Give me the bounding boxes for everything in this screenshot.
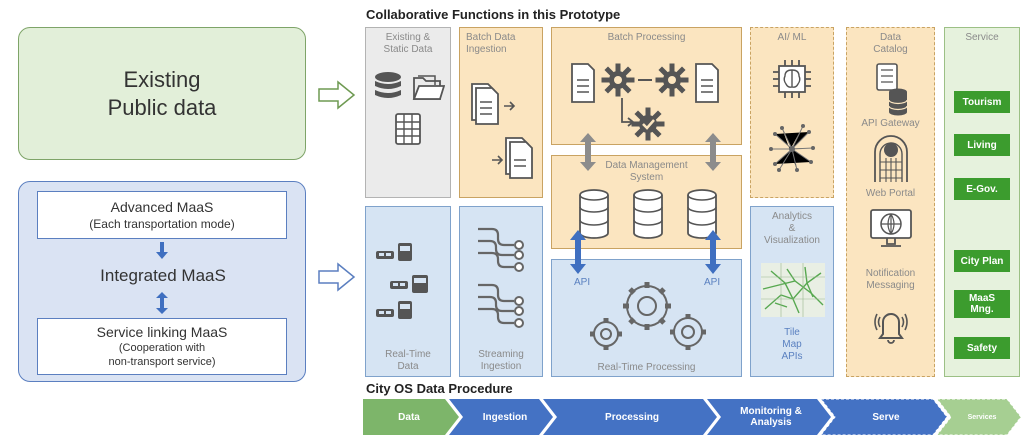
stage-processing-shape: [543, 399, 717, 435]
service-header: Service: [965, 32, 999, 43]
data-catalog-line2: Catalog: [873, 44, 908, 55]
notification-line2: Messaging: [866, 280, 915, 291]
maas-box: Advanced MaaS (Each transportation mode)…: [18, 181, 306, 382]
realtime-processing-label: Real-Time Processing: [597, 362, 696, 373]
hollow-right-arrow-icon: [318, 80, 356, 110]
grey-updown-arrow-icon: [580, 133, 596, 171]
service-maas-sub2: non-transport service): [108, 356, 216, 368]
service-living: Living: [954, 134, 1010, 156]
integrated-maas-label: Integrated MaaS: [100, 266, 226, 285]
existing-public-data-box: Existing Public data: [18, 27, 306, 160]
grey-updown-arrow-icon: [705, 133, 721, 171]
notification-line1: Notification: [865, 268, 916, 279]
service-tourism: Tourism: [954, 91, 1010, 113]
streaming-ingestion-panel: Streaming Ingestion: [459, 206, 543, 377]
down-arrow-icon: [156, 242, 168, 259]
api-right-label: API: [704, 277, 721, 288]
dms-line1: Data Management: [605, 160, 688, 171]
service-city-plan: City Plan: [954, 250, 1010, 272]
web-portal-label: Web Portal: [865, 188, 916, 199]
realtime-data-panel: Real-Time Data: [365, 206, 451, 377]
stage-ingestion-shape: [449, 399, 553, 435]
data-catalog-line1: Data: [879, 32, 902, 43]
stage-serve-shape: [820, 399, 948, 435]
folder-icon: [412, 75, 445, 100]
existing-static-line2: Static Data: [383, 44, 433, 55]
public-data-line2: Public data: [107, 94, 217, 120]
service-egov: E-Gov.: [954, 178, 1010, 200]
stage-processing: Processing: [605, 411, 659, 423]
web-portal-icon: [870, 209, 912, 247]
stage-ingestion: Ingestion: [482, 411, 528, 423]
service-safety: Safety: [954, 337, 1010, 359]
procedure-title: City OS Data Procedure: [366, 381, 513, 396]
batch-ingestion-panel: Batch Data Ingestion: [459, 27, 543, 198]
stage-services: Services: [967, 413, 997, 421]
prototype-title: Collaborative Functions in this Prototyp…: [366, 7, 621, 22]
map-visualization-icon: [761, 263, 825, 317]
updown-arrow-icon: [156, 292, 168, 314]
ai-chip-icon: [773, 60, 811, 98]
analytics-line1: Analytics: [771, 211, 812, 222]
service-maas-title: Service linking MaaS: [96, 324, 228, 340]
analytics-visualization-panel: Analytics & Visualization Tile Map APIs: [750, 206, 834, 377]
realtime-data-line1: Real-Time: [385, 349, 431, 360]
blue-updown-arrow-icon: [570, 230, 586, 274]
service-maas-sub1: (Cooperation with: [118, 342, 206, 354]
service-maas-mng: MaaS Mng.: [954, 290, 1010, 318]
gears-icon: [590, 282, 706, 350]
spreadsheet-icon: [395, 113, 421, 145]
advanced-maas-sub: (Each transportation mode): [89, 217, 235, 231]
bell-icon: [874, 313, 908, 344]
stage-monitoring-shape: [707, 399, 831, 435]
neural-network-icon: [769, 124, 815, 172]
serving-panel: Data Catalog API Gateway Web Portal Noti…: [846, 27, 935, 377]
blue-updown-arrow-icon: [705, 230, 721, 274]
procedure-chevrons: [363, 399, 1022, 435]
existing-static-line1: Existing &: [385, 32, 431, 43]
api-gateway-label: API Gateway: [861, 118, 920, 129]
api-gateway-icon: [874, 135, 908, 182]
tile-line1: Tile: [784, 327, 800, 338]
ai-ml-label: AI/ ML: [777, 32, 807, 43]
document-arrow-icon: [471, 83, 533, 179]
service-linking-maas-box: Service linking MaaS (Cooperation with n…: [37, 318, 287, 375]
hollow-right-arrow-icon: [318, 262, 356, 292]
batch-ingestion-line1: Batch Data: [466, 32, 516, 43]
advanced-maas-title: Advanced MaaS: [110, 199, 214, 215]
realtime-processing-panel: API API Real-Time Processing: [551, 259, 742, 377]
data-catalog-icon: [876, 63, 908, 116]
advanced-maas-box: Advanced MaaS (Each transportation mode): [37, 191, 287, 239]
database-icon: [375, 72, 401, 98]
streaming-line1: Streaming: [478, 349, 524, 360]
api-left-label: API: [574, 277, 591, 288]
stage-serve: Serve: [872, 411, 900, 423]
data-management-system-panel: Data Management System: [551, 155, 742, 249]
dms-line2: System: [629, 172, 664, 183]
batch-processing-panel: Batch Processing: [551, 27, 742, 145]
public-data-line1: Existing: [123, 66, 201, 92]
stage-data-shape: [363, 399, 459, 435]
ai-ml-panel: AI/ ML: [750, 27, 834, 198]
database-stack-icon: [579, 189, 717, 239]
analytics-line2: &: [788, 223, 796, 234]
analytics-line3: Visualization: [764, 235, 820, 246]
streaming-icon: [478, 227, 524, 328]
streaming-line2: Ingestion: [480, 361, 522, 372]
batch-ingestion-line2: Ingestion: [466, 44, 507, 55]
tile-line2: Map: [782, 339, 802, 350]
stage-data: Data: [398, 411, 420, 423]
realtime-data-line2: Data: [397, 361, 419, 372]
tile-line3: APIs: [781, 351, 803, 362]
existing-static-data-panel: Existing & Static Data: [365, 27, 451, 198]
stage-services-shape: [936, 399, 1022, 435]
stage-monitoring: Monitoring & Analysis: [740, 406, 802, 428]
batch-processing-label: Batch Processing: [607, 32, 686, 43]
service-panel: Service Tourism Living E-Gov. City Plan …: [944, 27, 1020, 377]
vehicles-icon: [376, 243, 428, 319]
batch-processing-icon: [571, 63, 719, 141]
